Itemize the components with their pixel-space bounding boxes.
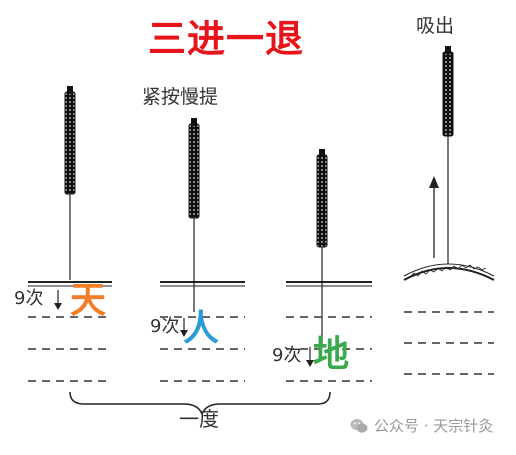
step-caption: 紧按慢提: [142, 86, 219, 108]
needle-1: [64, 86, 76, 280]
level-label-heaven: 天: [70, 280, 107, 321]
page-title: 三进一退: [148, 17, 305, 61]
watermark-text: 公众号 · 天宗针灸: [374, 416, 494, 435]
skin-layers-3: [286, 281, 372, 382]
watermark: 公众号 · 天宗针灸: [350, 418, 493, 434]
level-label-human: 人: [183, 308, 220, 349]
count-label-3: 9次: [272, 345, 302, 366]
wechat-icon: [350, 418, 368, 434]
needle-2: [188, 118, 200, 312]
skin-layers-4: [403, 263, 495, 375]
group-brace: [69, 391, 331, 417]
needle-3: [316, 149, 328, 344]
withdraw-caption: 吸出: [416, 15, 455, 37]
count-label-2: 9次: [150, 316, 180, 337]
withdraw-arrow: [429, 176, 439, 258]
count-label-1: 9次: [14, 288, 44, 309]
level-label-earth: 地: [313, 334, 350, 375]
skin-layers-1: [28, 281, 112, 382]
needle-4: [442, 46, 454, 264]
skin-layers-2: [160, 281, 245, 382]
unit-caption: 一度: [179, 407, 219, 431]
